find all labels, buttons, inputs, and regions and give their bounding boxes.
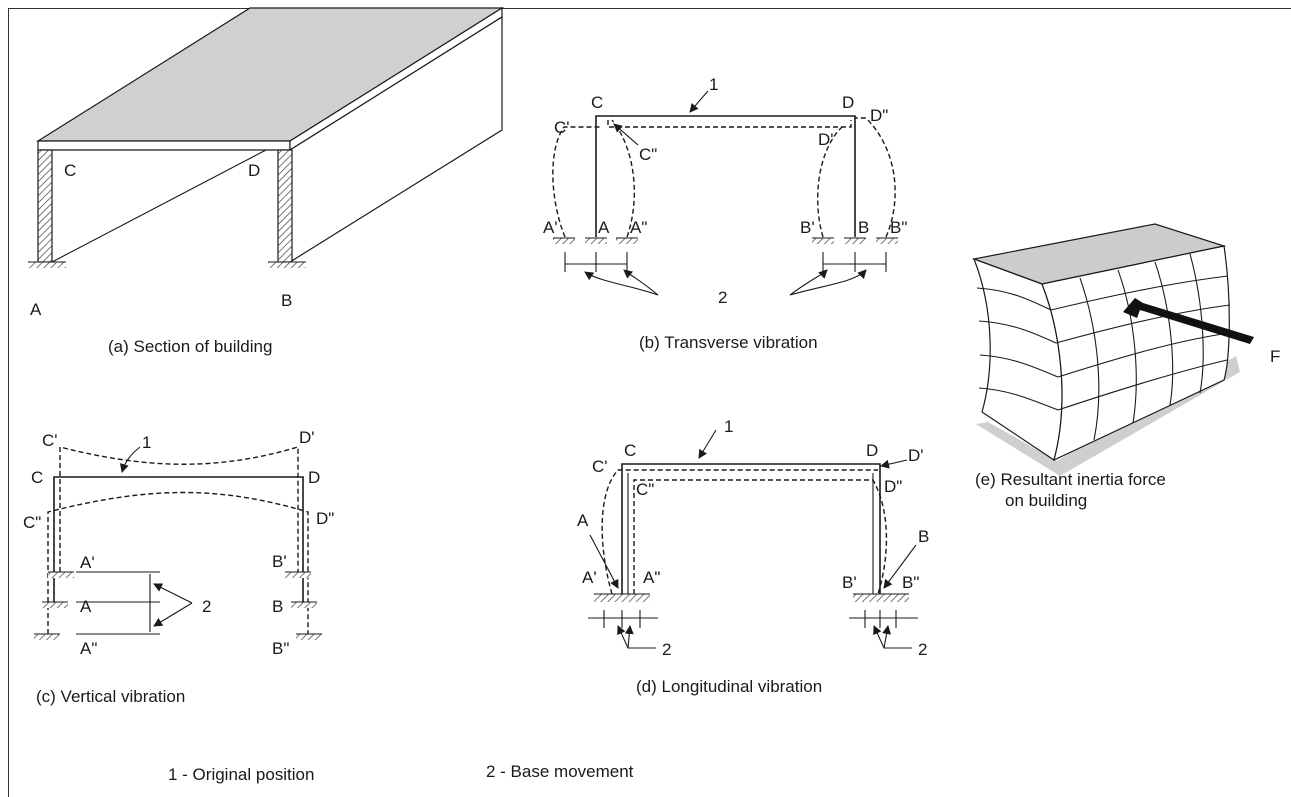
label-bpp-c: B"	[272, 639, 289, 658]
arrow-b-d	[883, 544, 917, 589]
base-movement-c	[76, 571, 193, 635]
support-b	[268, 262, 306, 268]
caption-a: (a) Section of building	[108, 337, 272, 356]
displaced-beam-b	[607, 120, 852, 128]
label-ap-b: A'	[543, 218, 558, 237]
force-arrow	[1123, 298, 1254, 344]
label-dp-c: D'	[299, 428, 315, 447]
label-b-d: B	[918, 527, 929, 546]
label-bpp-b: B"	[890, 218, 907, 237]
label-a-b: A	[598, 218, 610, 237]
label-dp-b: D'	[818, 130, 834, 149]
caption-c: (c) Vertical vibration	[36, 687, 185, 706]
figure-frame	[8, 8, 1291, 797]
label-f: F	[1270, 347, 1280, 366]
arrow-cpp-b	[613, 123, 639, 146]
label-2-b: 2	[718, 288, 727, 307]
supports-c	[34, 571, 322, 640]
label-ap-d: A'	[582, 568, 597, 587]
label-b-b: B	[858, 218, 869, 237]
label-2-c: 2	[202, 597, 211, 616]
base-movement-b	[564, 252, 887, 296]
label-1-b: 1	[709, 75, 718, 94]
label-app-d: A"	[643, 568, 660, 587]
label-c-b: C	[591, 93, 603, 112]
lowered-frame-c	[47, 491, 309, 634]
supports-d	[594, 593, 909, 602]
raised-frame-c	[59, 446, 299, 572]
label-c-c: C	[31, 468, 43, 487]
label-cpp-d: C"	[636, 480, 654, 499]
label-c: C	[64, 161, 76, 180]
label-dp-d: D'	[908, 446, 924, 465]
original-frame-c	[53, 476, 304, 602]
supports-b	[553, 237, 898, 244]
column-bd	[277, 149, 293, 263]
caption-e-line2: on building	[1005, 491, 1087, 510]
panel-b-transverse-vibration: 1 C D C' D" C" D' A' A A" B' B B" 2 (b) …	[543, 75, 907, 352]
label-cp-c: C'	[42, 431, 58, 450]
label-c-d: C	[624, 441, 636, 460]
label-app-b: A"	[630, 218, 647, 237]
roof-edge	[37, 140, 291, 151]
label-app-c: A"	[80, 639, 97, 658]
label-ap-c: A'	[80, 553, 95, 572]
label-dpp-c: D"	[316, 509, 334, 528]
label-1-c: 1	[142, 433, 151, 452]
column-ac	[37, 149, 53, 263]
label-2-right-d: 2	[918, 640, 927, 659]
label-dpp-d: D"	[884, 477, 902, 496]
arrow-1-c	[119, 446, 141, 473]
caption-d: (d) Longitudinal vibration	[636, 677, 822, 696]
label-d: D	[248, 161, 260, 180]
label-2-left-d: 2	[662, 640, 671, 659]
label-a-d: A	[577, 511, 589, 530]
label-bp-b: B'	[800, 218, 815, 237]
arrow-dp-d	[880, 459, 908, 469]
inner-diagonal-edge	[51, 149, 267, 263]
base-movement-d	[588, 610, 918, 649]
deflected-right-outer	[855, 117, 896, 238]
building-grid	[976, 253, 1231, 441]
label-d-b: D	[842, 93, 854, 112]
legend-original-position: 1 - Original position	[168, 765, 314, 784]
label-bpp-d: B"	[902, 573, 919, 592]
original-frame-d	[621, 463, 881, 594]
deflected-left-outer	[552, 126, 600, 238]
arrow-a-d	[589, 534, 619, 589]
label-d-c: D	[308, 468, 320, 487]
deflected-right-inner	[817, 126, 843, 238]
label-b: B	[281, 291, 292, 310]
panel-d-longitudinal-vibration: 1 C D C' D' C" D" A B A' A" B' B" 2 2 (d…	[577, 417, 929, 696]
support-a	[28, 262, 66, 268]
caption-e-line1: (e) Resultant inertia force	[975, 470, 1166, 489]
label-d-d: D	[866, 441, 878, 460]
original-frame-b	[595, 115, 856, 237]
label-cp-d: C'	[592, 457, 608, 476]
label-cpp-c: C"	[23, 513, 41, 532]
label-a-c: A	[80, 597, 92, 616]
panel-c-vertical-vibration: 1 C' D' C D C" D" A' A A" B' B B" 2 (c) …	[23, 428, 334, 706]
panel-e-resultant-inertia-force: F (e) Resultant inertia force on buildin…	[971, 223, 1280, 510]
arrow-1-b	[689, 90, 709, 113]
displaced-frame-d-outer	[601, 469, 878, 595]
label-cp-b: C'	[554, 118, 570, 137]
label-cpp-b: C"	[639, 145, 657, 164]
arrow-1-d	[698, 429, 717, 459]
caption-b: (b) Transverse vibration	[639, 333, 818, 352]
label-a: A	[30, 300, 42, 319]
legend-base-movement: 2 - Base movement	[486, 762, 634, 781]
label-b-c: B	[272, 597, 283, 616]
label-1-d: 1	[724, 417, 733, 436]
label-dpp-b: D"	[870, 106, 888, 125]
panel-a-section-of-building: C D A B (a) Section of building	[28, 6, 505, 356]
label-bp-c: B'	[272, 552, 287, 571]
label-bp-d: B'	[842, 573, 857, 592]
